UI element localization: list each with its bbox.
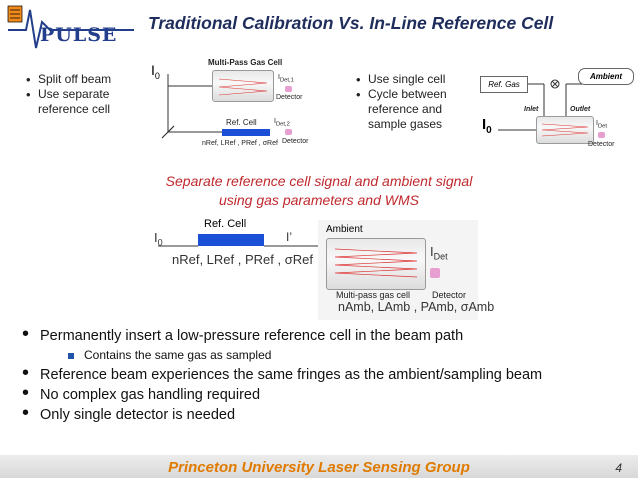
main-bullet-item: •Reference beam experiences the same fri… <box>22 362 543 384</box>
multipass-cell <box>212 70 274 102</box>
right-multipass-cell <box>536 116 594 144</box>
square-bullet-icon <box>68 353 74 359</box>
main-bullet-text: No complex gas handling required <box>40 387 261 403</box>
left-ref-cell <box>222 129 270 136</box>
left-diagram: I0 Multi-Pass Gas Cell IDet,1 Detector R… <box>140 52 340 152</box>
multipass-cell-label: Multi-Pass Gas Cell <box>208 58 283 67</box>
multipass-beams <box>218 78 268 96</box>
sub-bullet-text: Contains the same gas as sampled <box>84 348 272 362</box>
right-bullet-item: •Use single cell <box>356 72 446 87</box>
center-detector-icon <box>430 268 440 278</box>
right-bullet-text: Use single cell <box>368 72 446 86</box>
left-bullets: •Split off beam •Use separate reference … <box>26 72 112 117</box>
slide-title: Traditional Calibration Vs. In-Line Refe… <box>148 13 554 33</box>
idet2-label: IDet,2 <box>274 118 290 128</box>
right-bullets: •Use single cell •Cycle between referenc… <box>356 72 447 132</box>
right-bullet-item: •Cycle between <box>356 87 447 102</box>
right-multipass-beams <box>541 123 589 137</box>
i-prime-label: I’ <box>286 230 292 244</box>
right-bullet-text: sample gases <box>368 117 443 131</box>
center-diagram: I0 Ref. Cell I’ nRef, LRef , PRef , σRef… <box>148 212 494 322</box>
ambient-box: Ambient <box>578 68 634 85</box>
left-bullet-item: •Use separate <box>26 87 110 102</box>
right-bullet-text: reference and <box>368 102 443 116</box>
ref-gas-box: Ref. Gas <box>480 76 528 93</box>
center-ref-cell-label: Ref. Cell <box>204 218 247 230</box>
right-detector-icon <box>598 132 605 138</box>
center-idet-label: IDet <box>430 244 448 262</box>
page-number: 4 <box>615 461 622 475</box>
right-idet-label: IDet <box>596 120 608 130</box>
left-ref-cell-label: Ref. Cell <box>226 118 257 127</box>
idet1-label: IDet,1 <box>278 74 294 84</box>
left-bullet-text: Use separate <box>38 87 110 101</box>
ambient-params: nAmb, LAmb , PAmb, σAmb <box>338 300 495 314</box>
subtitle-line-1: Separate reference cell signal and ambie… <box>165 173 473 189</box>
left-bullet-item: •Split off beam <box>26 72 112 87</box>
right-bullet-item: reference and <box>368 102 447 117</box>
center-i0-label: I0 <box>154 230 163 248</box>
center-multipass-cell <box>326 238 426 290</box>
left-bullet-item: reference cell <box>38 102 111 117</box>
right-bullet-item: sample gases <box>368 117 447 132</box>
logo <box>6 4 136 52</box>
left-ref-params: nRef, LRef , PRef , σRef <box>202 140 278 147</box>
main-bullet-item: •No complex gas handling required <box>22 382 261 404</box>
footer-bar <box>0 455 638 478</box>
logo-text: PULSE <box>40 24 118 46</box>
inlet-label: Inlet <box>524 106 539 113</box>
main-bullet-text: Reference beam experiences the same frin… <box>40 367 543 383</box>
main-bullet-text: Only single detector is needed <box>40 407 236 423</box>
right-i0-label: I0 <box>482 116 492 136</box>
right-diagram-lines <box>498 79 592 131</box>
detector-1-label: Detector <box>276 94 303 101</box>
main-bullet-item: •Only single detector is needed <box>22 402 236 424</box>
right-detector-label: Detector <box>588 141 615 148</box>
left-diagram-lines <box>161 74 222 139</box>
right-bullet-text: Cycle between <box>368 87 447 101</box>
center-detector-label: Detector <box>432 290 467 300</box>
multipass-gas-cell-label: Multi-pass gas cell <box>336 290 411 300</box>
subtitle-line-2: using gas parameters and WMS <box>219 192 419 208</box>
right-diagram: Ref. Gas Ambient Inlet Outlet I0 IDet De… <box>478 62 634 154</box>
center-multipass-beams <box>334 248 418 278</box>
main-bullets: •Permanently insert a low-pressure refer… <box>22 323 543 427</box>
left-bullet-text: Split off beam <box>38 72 112 86</box>
center-ref-params: nRef, LRef , PRef , σRef <box>172 252 313 267</box>
subtitle: Separate reference cell signal and ambie… <box>0 172 638 210</box>
detector-1-icon <box>285 86 292 92</box>
pulse-logo-icon <box>7 5 134 49</box>
left-i0-label: I0 <box>151 62 160 81</box>
sub-bullet-item: Contains the same gas as sampled <box>68 348 586 367</box>
ambient-label: Ambient <box>326 224 363 235</box>
detector-2-icon <box>285 129 292 135</box>
main-bullet-text: Permanently insert a low-pressure refere… <box>40 328 464 344</box>
footer-group-name: Princeton University Laser Sensing Group <box>168 459 470 476</box>
center-ref-cell <box>198 234 264 246</box>
detector-2-label: Detector <box>282 138 309 145</box>
main-bullet-item: •Permanently insert a low-pressure refer… <box>22 323 464 345</box>
outlet-label: Outlet <box>570 106 591 113</box>
left-bullet-text: reference cell <box>38 102 111 116</box>
